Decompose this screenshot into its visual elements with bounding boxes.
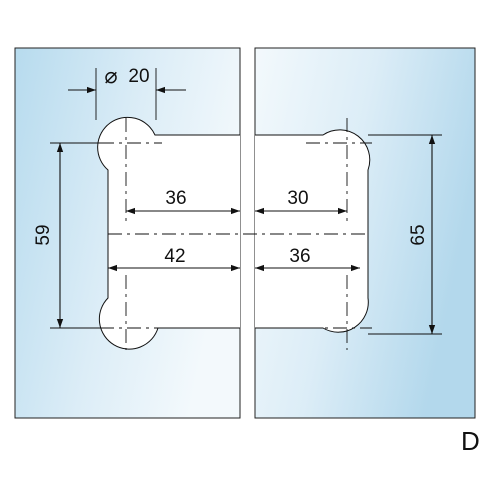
dim-right-height: 65 xyxy=(408,224,429,245)
dim-hole-diameter: 20 xyxy=(128,66,149,87)
view-label: D xyxy=(461,426,480,456)
dim-left-lower-width: 42 xyxy=(164,246,185,267)
dim-left-upper-width: 36 xyxy=(165,188,186,209)
right-hinge-plate xyxy=(255,129,371,333)
dimension-lines xyxy=(56,86,436,334)
left-hinge-plate xyxy=(97,116,240,350)
dim-right-upper-width: 30 xyxy=(287,188,308,209)
dim-left-height: 59 xyxy=(33,224,54,245)
centerlines xyxy=(100,118,372,350)
diameter-symbol: ⌀ xyxy=(104,63,117,88)
dim-right-lower-width: 36 xyxy=(289,246,310,267)
